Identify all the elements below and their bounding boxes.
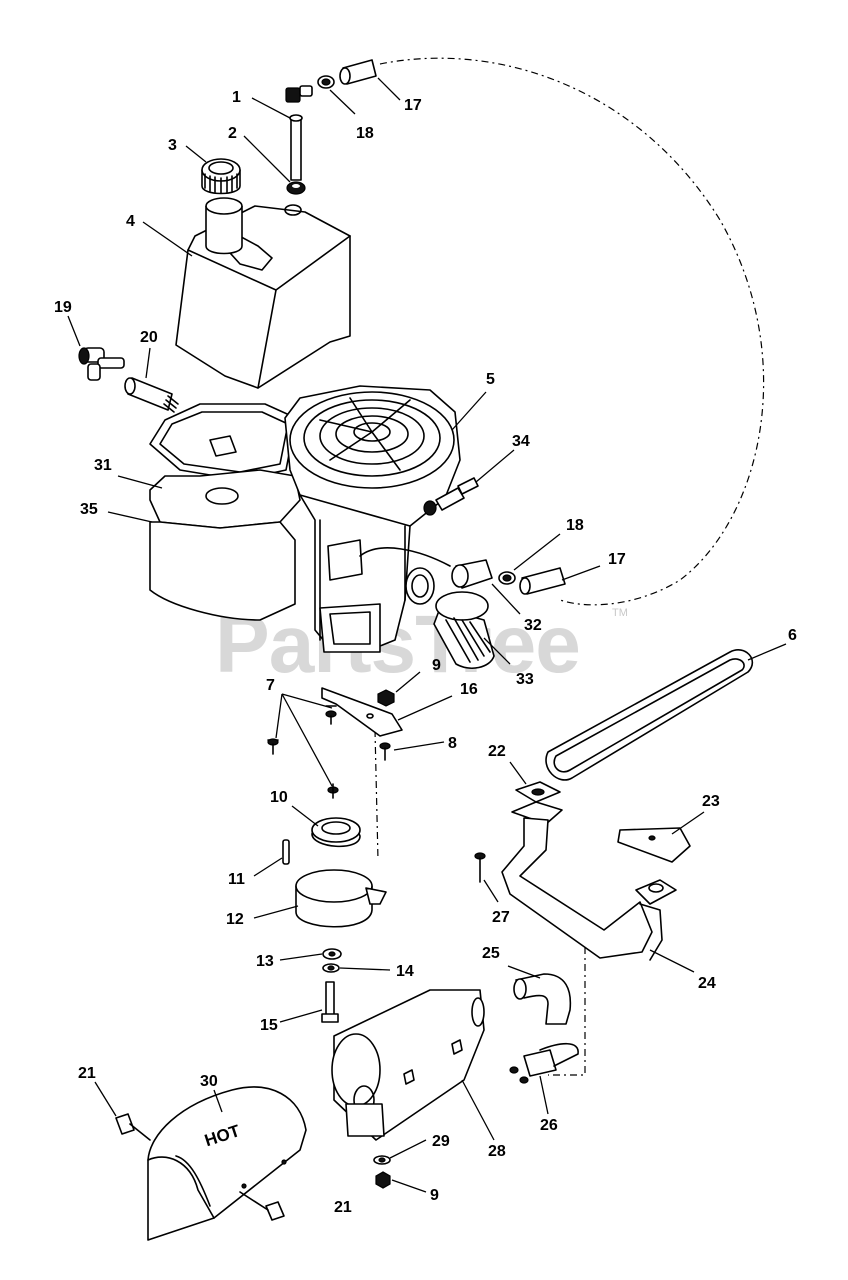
part-20-fuel-filter — [124, 377, 179, 413]
callout-28: 28 — [488, 1143, 506, 1160]
callout-18-top: 18 — [356, 125, 374, 142]
fuel-line-route — [379, 57, 765, 606]
part-8-screw — [379, 742, 391, 761]
callout-27: 27 — [492, 909, 510, 926]
part-21-screw-top — [115, 1113, 151, 1141]
part-2-grommet — [286, 181, 306, 195]
alignment-line-muffler — [374, 729, 379, 861]
part-12-muffler-cap — [295, 869, 387, 928]
callout-29: 29 — [432, 1133, 450, 1150]
leader-lines — [67, 77, 787, 1193]
callout-9-bottom: 9 — [430, 1187, 439, 1204]
part-9-nut-bottom — [375, 1171, 391, 1189]
callout-26: 26 — [540, 1117, 558, 1134]
callout-17-top: 17 — [404, 97, 422, 114]
callout-17-lower: 17 — [608, 551, 626, 568]
callout-21-bottom: 21 — [334, 1199, 352, 1216]
callout-9-top: 9 — [432, 657, 441, 674]
callout-6: 6 — [788, 627, 797, 644]
part-elbow-fitting — [285, 85, 313, 103]
part-1-fuel-tube — [289, 114, 303, 181]
callout-35: 35 — [80, 501, 98, 518]
part-29-washer — [373, 1155, 391, 1165]
callout-18-lower: 18 — [566, 517, 584, 534]
callout-16: 16 — [460, 681, 478, 698]
part-14-lockwasher — [322, 963, 340, 973]
part-27-screw — [474, 852, 486, 883]
callout-8: 8 — [448, 735, 457, 752]
callout-19: 19 — [54, 299, 72, 316]
part-23-heat-plate — [617, 827, 691, 863]
part-32-fuel-pump — [451, 559, 493, 589]
part-18-clamp-top — [317, 75, 335, 89]
callout-13: 13 — [256, 953, 274, 970]
part-16-bracket — [321, 687, 403, 737]
callout-2: 2 — [228, 125, 237, 142]
callout-24: 24 — [698, 975, 716, 992]
callout-15: 15 — [260, 1017, 278, 1034]
callout-20: 20 — [140, 329, 158, 346]
part-17-hose-top — [339, 59, 377, 85]
part-31-air-cleaner-cover — [149, 403, 297, 481]
part-33-oil-filter — [433, 591, 495, 669]
part-24-exhaust-pipe — [501, 801, 677, 961]
callout-5: 5 — [486, 371, 495, 388]
watermark-trademark: TM — [612, 607, 628, 619]
callout-25: 25 — [482, 945, 500, 962]
part-15-bolt — [321, 981, 339, 1023]
callout-7: 7 — [266, 677, 275, 694]
callout-12: 12 — [226, 911, 244, 928]
part-25-elbow — [513, 973, 572, 1025]
callout-labels: 1 2 3 4 5 6 7 8 9 9 10 11 12 13 14 15 16… — [54, 89, 797, 1216]
part-10-rubber-mount — [311, 817, 361, 848]
part-7-screws — [267, 705, 339, 799]
part-17-hose-lower — [519, 567, 566, 595]
part-9-nut-top — [377, 689, 395, 707]
callout-33: 33 — [516, 671, 534, 688]
callout-32: 32 — [524, 617, 542, 634]
part-21-screw-bottom — [239, 1191, 285, 1221]
part-34-spark-plug — [423, 477, 479, 516]
part-11-pin — [282, 839, 290, 865]
part-28-muffler — [331, 989, 485, 1141]
part-22-gasket — [515, 781, 561, 803]
part-13-washer — [322, 948, 342, 960]
callout-23: 23 — [702, 793, 720, 810]
part-30-heat-shield: HOT — [147, 1086, 307, 1241]
part-18-clamp-lower — [498, 571, 516, 585]
part-5-engine — [284, 385, 461, 653]
part-26-clamp — [509, 1042, 579, 1084]
callout-34: 34 — [512, 433, 530, 450]
callout-3: 3 — [168, 137, 177, 154]
callout-11: 11 — [228, 871, 245, 888]
callout-31: 31 — [94, 457, 112, 474]
part-35-air-cleaner-base — [149, 469, 301, 621]
callout-22: 22 — [488, 743, 506, 760]
part-6-drive-belt — [545, 649, 754, 781]
callout-4: 4 — [126, 213, 135, 230]
callout-1: 1 — [232, 89, 241, 106]
part-3-fuel-cap — [201, 158, 241, 195]
callout-14: 14 — [396, 963, 414, 980]
callout-10: 10 — [270, 789, 288, 806]
callout-21-top: 21 — [78, 1065, 96, 1082]
part-19-shutoff-valve — [78, 347, 125, 381]
callout-30: 30 — [200, 1073, 218, 1090]
part-4-fuel-tank — [175, 197, 351, 389]
